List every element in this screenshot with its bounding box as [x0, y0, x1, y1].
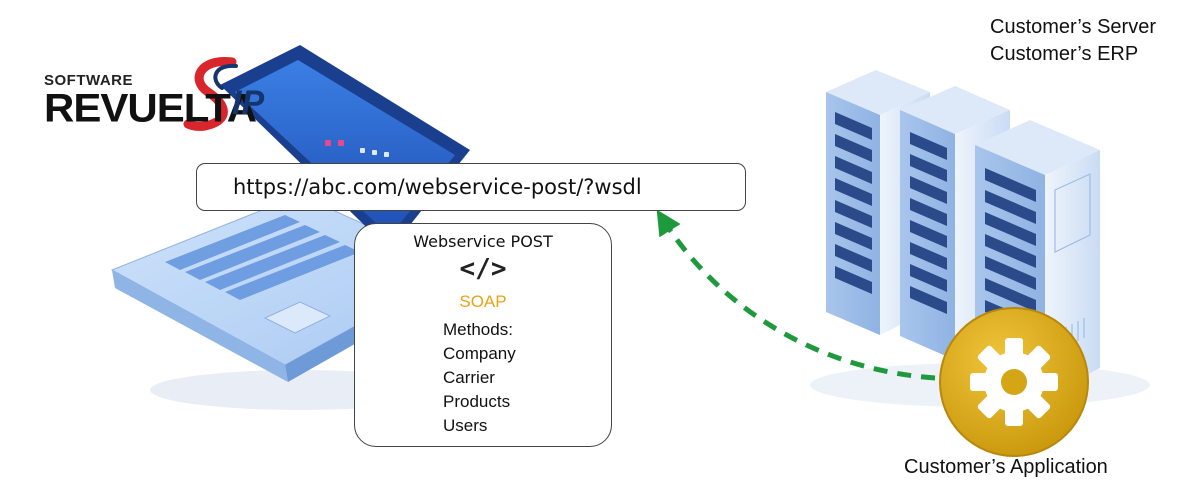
logo-swoosh: [183, 57, 238, 131]
server-label: Customer’s Server Customer’s ERP: [990, 14, 1156, 68]
wsdl-url: https://abc.com/webservice-post/?wsdl: [233, 175, 642, 199]
gear-icon: [939, 307, 1089, 457]
server-label-line1: Customer’s Server: [990, 16, 1156, 38]
method-item: Carrier: [443, 368, 495, 387]
logo-brand-text: REVUELTA: [44, 85, 257, 130]
method-item: Users: [443, 416, 488, 435]
logo-suffix-text: IP: [232, 84, 265, 122]
methods-label: Methods:: [443, 320, 513, 339]
logo-software-text: SOFTWARE: [44, 72, 133, 89]
url-box: https://abc.com/webservice-post/?wsdl: [196, 163, 746, 211]
server-label-line2: Customer’s ERP: [990, 43, 1139, 65]
method-item: Products: [443, 392, 511, 411]
webservice-title: Webservice POST: [413, 232, 553, 251]
application-label: Customer’s Application: [904, 456, 1108, 478]
method-item: Company: [443, 344, 516, 363]
code-icon: </>: [459, 254, 507, 284]
webservice-card: Webservice POST </> SOAP Methods: Compan…: [354, 223, 612, 447]
methods-list: Methods: Company Carrier Products Users: [443, 318, 516, 438]
protocol-label: SOAP: [459, 292, 507, 311]
